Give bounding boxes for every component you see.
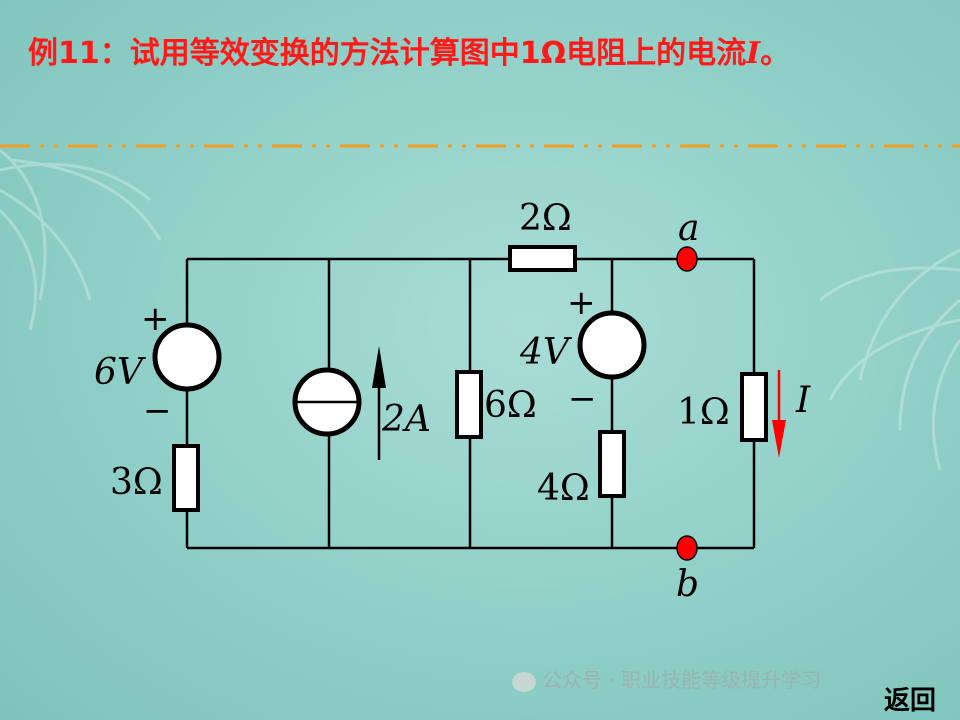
node-b xyxy=(676,535,698,561)
arrow-down-icon xyxy=(772,420,786,458)
node-a xyxy=(676,246,698,272)
v1-label: 6V xyxy=(94,352,147,393)
v2-plus-sign: + xyxy=(567,283,596,323)
r6-label: 6Ω xyxy=(484,385,537,426)
v1-minus-sign: − xyxy=(143,391,172,431)
title-suffix: 。 xyxy=(760,36,791,71)
i1-label: 2A xyxy=(381,399,431,440)
resistor-3ohm xyxy=(172,444,200,512)
resistor-1ohm xyxy=(740,372,768,442)
wechat-icon xyxy=(512,671,536,692)
voltage-source-4v xyxy=(577,310,647,380)
slide-title: 例11：试用等效变换的方法计算图中1Ω电阻上的电流I。 xyxy=(28,28,908,80)
watermark: 公众号 · 职业技能等级提升学习 xyxy=(512,664,821,693)
node-b-label: b xyxy=(676,564,699,605)
r3-label: 3Ω xyxy=(110,462,163,503)
node-a-label: a xyxy=(678,208,699,249)
resistor-2ohm xyxy=(508,245,577,272)
title-divider xyxy=(0,144,960,148)
title-variable: I xyxy=(746,36,761,71)
r1-label: 1Ω xyxy=(677,392,730,433)
v2-label: 4V xyxy=(519,332,573,373)
resistor-4ohm xyxy=(598,430,626,498)
r2-label: 2Ω xyxy=(519,198,572,239)
resistor-6ohm xyxy=(455,370,483,439)
arrow-up-icon xyxy=(372,346,386,388)
back-button[interactable]: 返回 xyxy=(884,686,937,716)
voltage-source-6v xyxy=(152,322,222,392)
title-text: 例11：试用等效变换的方法计算图中1Ω电阻上的电流 xyxy=(28,36,747,71)
v2-minus-sign: − xyxy=(568,379,597,419)
watermark-text: 公众号 · 职业技能等级提升学习 xyxy=(542,668,822,692)
current-label: I xyxy=(795,380,811,421)
r4-label: 4Ω xyxy=(537,468,590,509)
v1-plus-sign: + xyxy=(141,299,170,339)
